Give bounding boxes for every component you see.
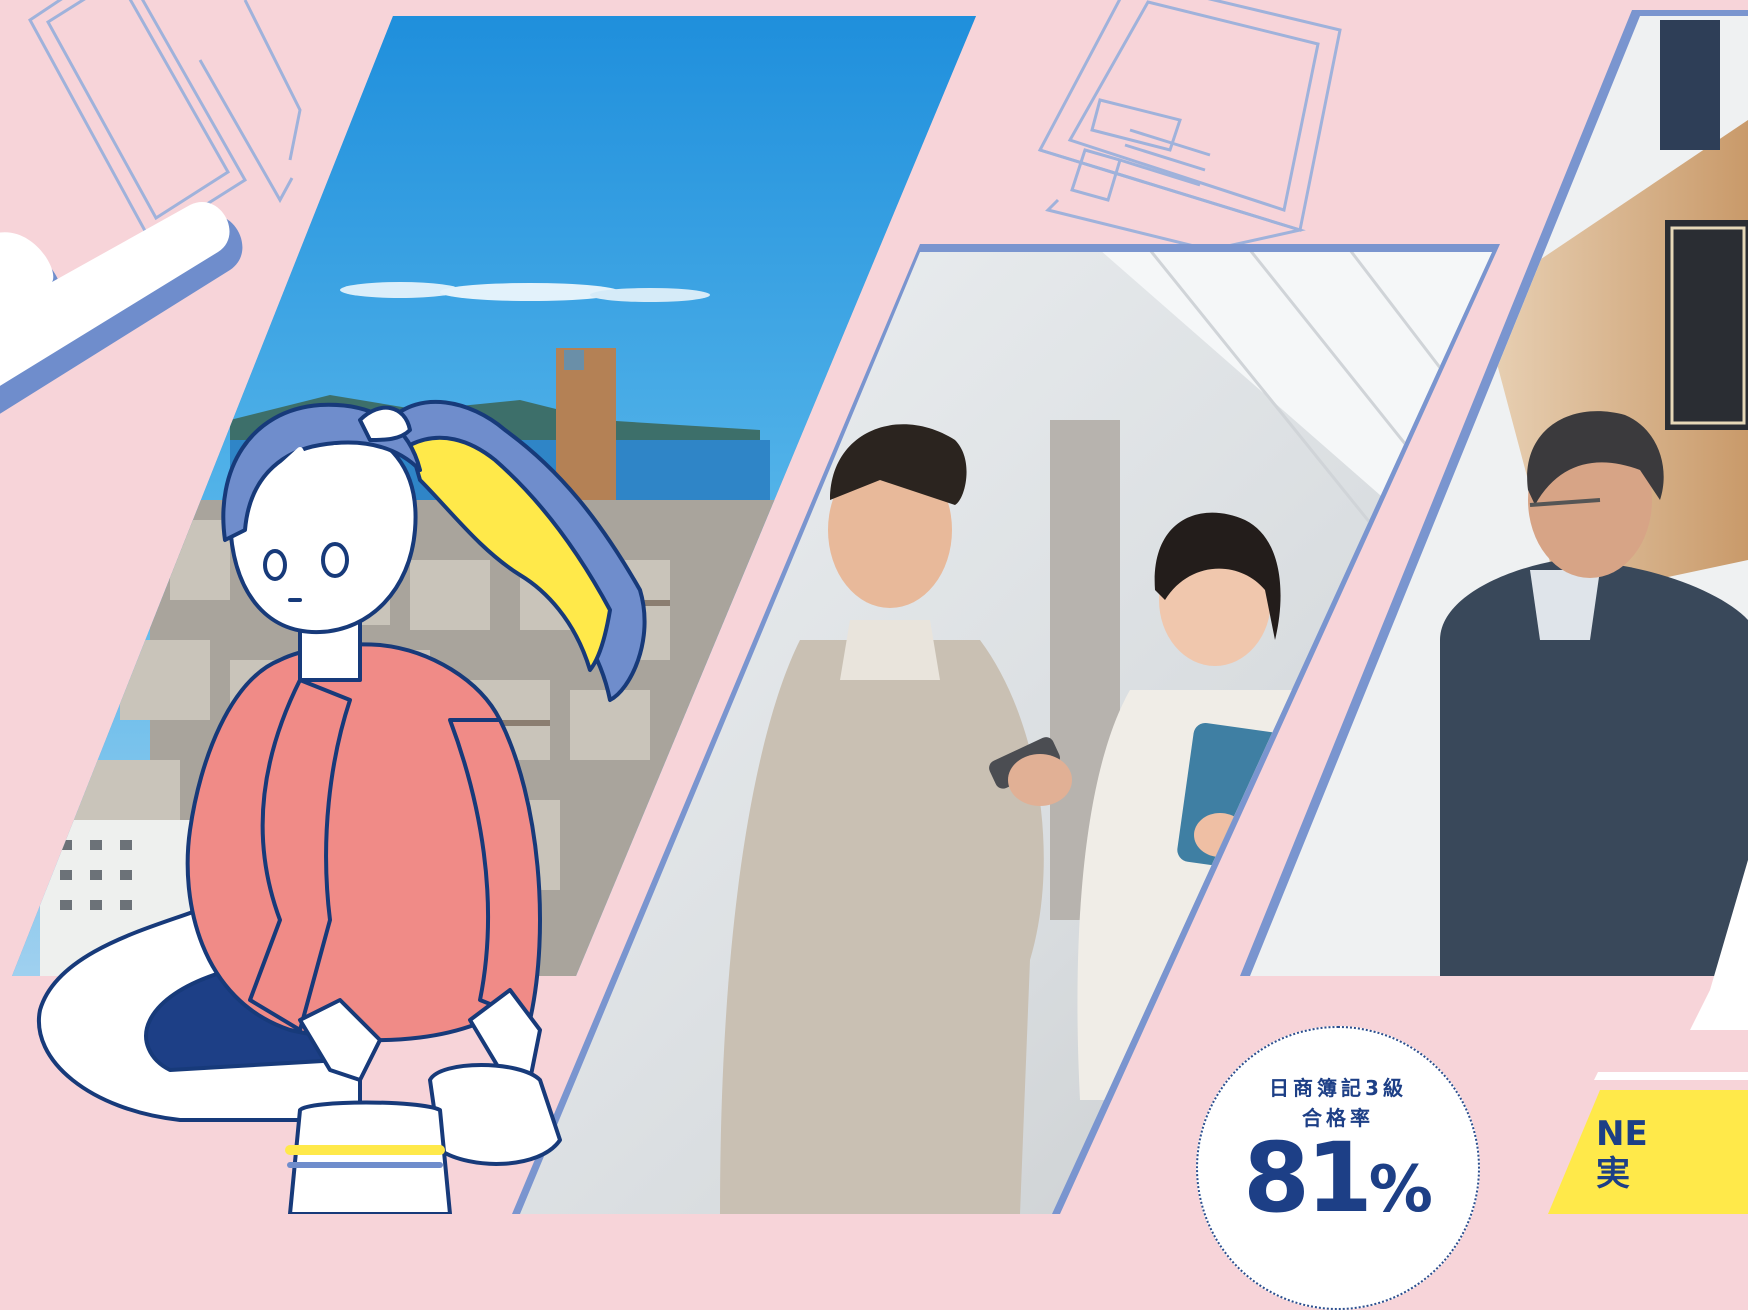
badge-unit: % [1368, 1153, 1433, 1227]
badge-label: 合格率 [1302, 1106, 1374, 1130]
tablet-sketch-icon [28, 0, 302, 243]
laptop-sketch-icon [1037, 0, 1342, 252]
bottom-right-decor [1548, 860, 1748, 1214]
pass-rate-badge: 日商簿記3級 合格率 81% [1196, 1026, 1480, 1310]
student-character-illustration [36, 399, 647, 1214]
corner-tag-text: NE 実 [1596, 1114, 1648, 1194]
badge-number: 81 [1243, 1122, 1373, 1234]
badge-exam-name: 日商簿記3級 [1269, 1076, 1407, 1100]
badge-value: 81% [1198, 1128, 1478, 1240]
swoosh-shape [0, 202, 243, 414]
corner-tag-line1: NE [1596, 1114, 1648, 1154]
poster-artwork [0, 0, 1748, 1214]
corner-tag-line2: 実 [1596, 1154, 1630, 1194]
